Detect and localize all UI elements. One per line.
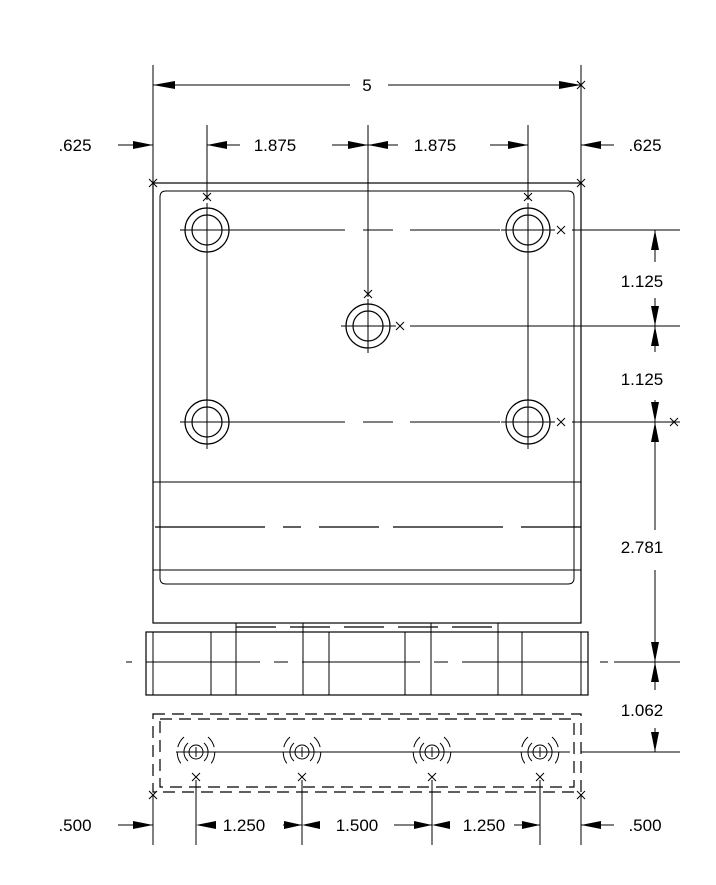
hole-top-right [501, 203, 555, 257]
dim-vertical-2-label: 1.125 [621, 370, 664, 389]
block-front-view [126, 623, 608, 696]
hole-top-left [180, 203, 234, 257]
hole-bottom-left [180, 395, 234, 449]
dim-bottom-span-2-label: 1.500 [336, 816, 379, 835]
dim-bottom-right-label: .500 [628, 816, 661, 835]
dim-vertical-3-label: 2.781 [621, 538, 664, 557]
dim-top-span-right-label: 1.875 [414, 136, 457, 155]
extension-lines [152, 65, 680, 845]
bottom-hole-4 [520, 736, 560, 768]
hole-center-lines [206, 125, 529, 423]
dim-overall-width-label: 5 [362, 76, 371, 95]
hole-bottom-right [501, 395, 555, 449]
dim-vertical-1-label: 1.125 [621, 272, 664, 291]
dim-top-row: .625 1.875 1.875 .625 [58, 136, 661, 155]
bottom-hole-2 [282, 736, 322, 768]
dim-bottom-left-label: .500 [58, 816, 91, 835]
dim-right-edge-label: .625 [628, 136, 661, 155]
dim-right-column: 1.125 1.125 2.781 1.062 [621, 230, 664, 752]
dim-bottom-span-1-label: 1.250 [223, 816, 266, 835]
dim-left-edge-label: .625 [58, 136, 91, 155]
plate-top-view [152, 182, 582, 624]
bottom-hole-3 [412, 736, 452, 768]
x-marks [148, 80, 679, 800]
bottom-hole-1 [176, 736, 216, 768]
hole-center [341, 299, 395, 353]
bottom-hidden-view [152, 713, 582, 793]
dim-bottom-span-3-label: 1.250 [463, 816, 506, 835]
dim-vertical-4-label: 1.062 [621, 701, 664, 720]
dim-top-span-left-label: 1.875 [254, 136, 297, 155]
dim-overall-width: 5 [153, 76, 581, 95]
dim-bottom-row: .500 1.250 1.500 1.250 .500 [58, 816, 661, 835]
